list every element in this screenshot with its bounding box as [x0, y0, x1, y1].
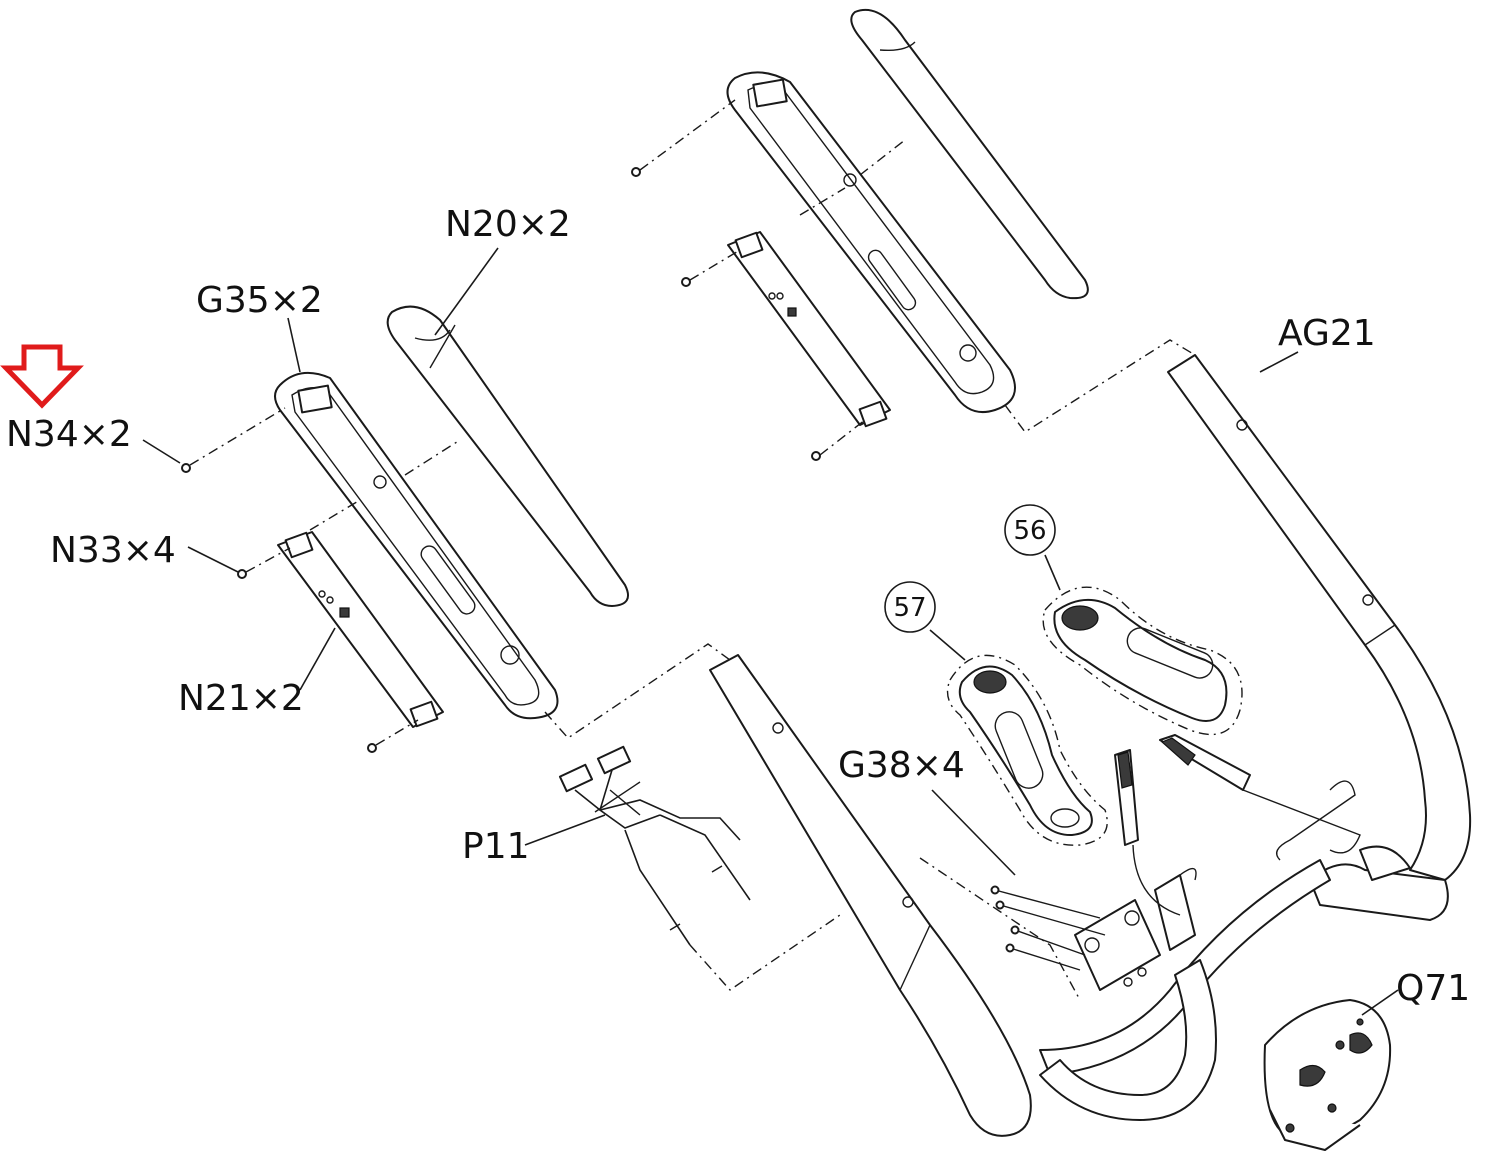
callout-57-text: 57 [893, 593, 926, 623]
down-arrow-icon [0, 344, 84, 409]
screws-left [181, 463, 377, 753]
callout-56: 56 [1004, 504, 1056, 556]
bracket-screws [919, 857, 1106, 1001]
handle-housing-left [274, 371, 559, 720]
leader-q71 [1361, 989, 1399, 1016]
label-n21: N21×2 [178, 678, 304, 719]
label-n33: N33×4 [50, 530, 176, 571]
screws-upper [631, 167, 821, 461]
label-n20: N20×2 [445, 204, 571, 245]
label-p11: P11 [462, 826, 530, 867]
leader-n21 [299, 627, 336, 691]
sensor-plate-left [277, 531, 444, 728]
leader-n20 [434, 247, 499, 336]
leader-g35 [287, 317, 301, 373]
leader-ag21 [1259, 351, 1299, 373]
leader-n34 [142, 439, 181, 464]
grip-57 [946, 654, 1108, 846]
end-cap [1263, 999, 1392, 1151]
grip-56 [1042, 586, 1243, 736]
grip-cover-upper [850, 8, 1089, 300]
leader-57 [929, 629, 966, 661]
guide-left-to-frame [544, 643, 731, 739]
left-assembly [181, 305, 629, 753]
handle-housing-upper [726, 71, 1016, 414]
wire-harness [558, 745, 841, 991]
sensor-plate-upper [727, 231, 891, 428]
callout-56-text: 56 [1013, 516, 1046, 546]
label-g38: G38×4 [838, 745, 965, 786]
callout-57: 57 [884, 581, 936, 633]
leader-56 [1044, 554, 1061, 591]
leader-n33 [187, 546, 239, 573]
leader-g38 [931, 789, 1016, 876]
guide-upper-to-frame [1004, 339, 1196, 433]
label-n34: N34×2 [6, 414, 132, 455]
label-ag21: AG21 [1278, 313, 1376, 354]
grip-cover-left [386, 305, 629, 607]
leader-p11 [524, 814, 606, 846]
label-g35: G35×2 [196, 280, 323, 321]
handlebar-frame [709, 354, 1472, 1137]
upper-right-assembly [631, 8, 1089, 461]
label-q71: Q71 [1396, 968, 1470, 1009]
